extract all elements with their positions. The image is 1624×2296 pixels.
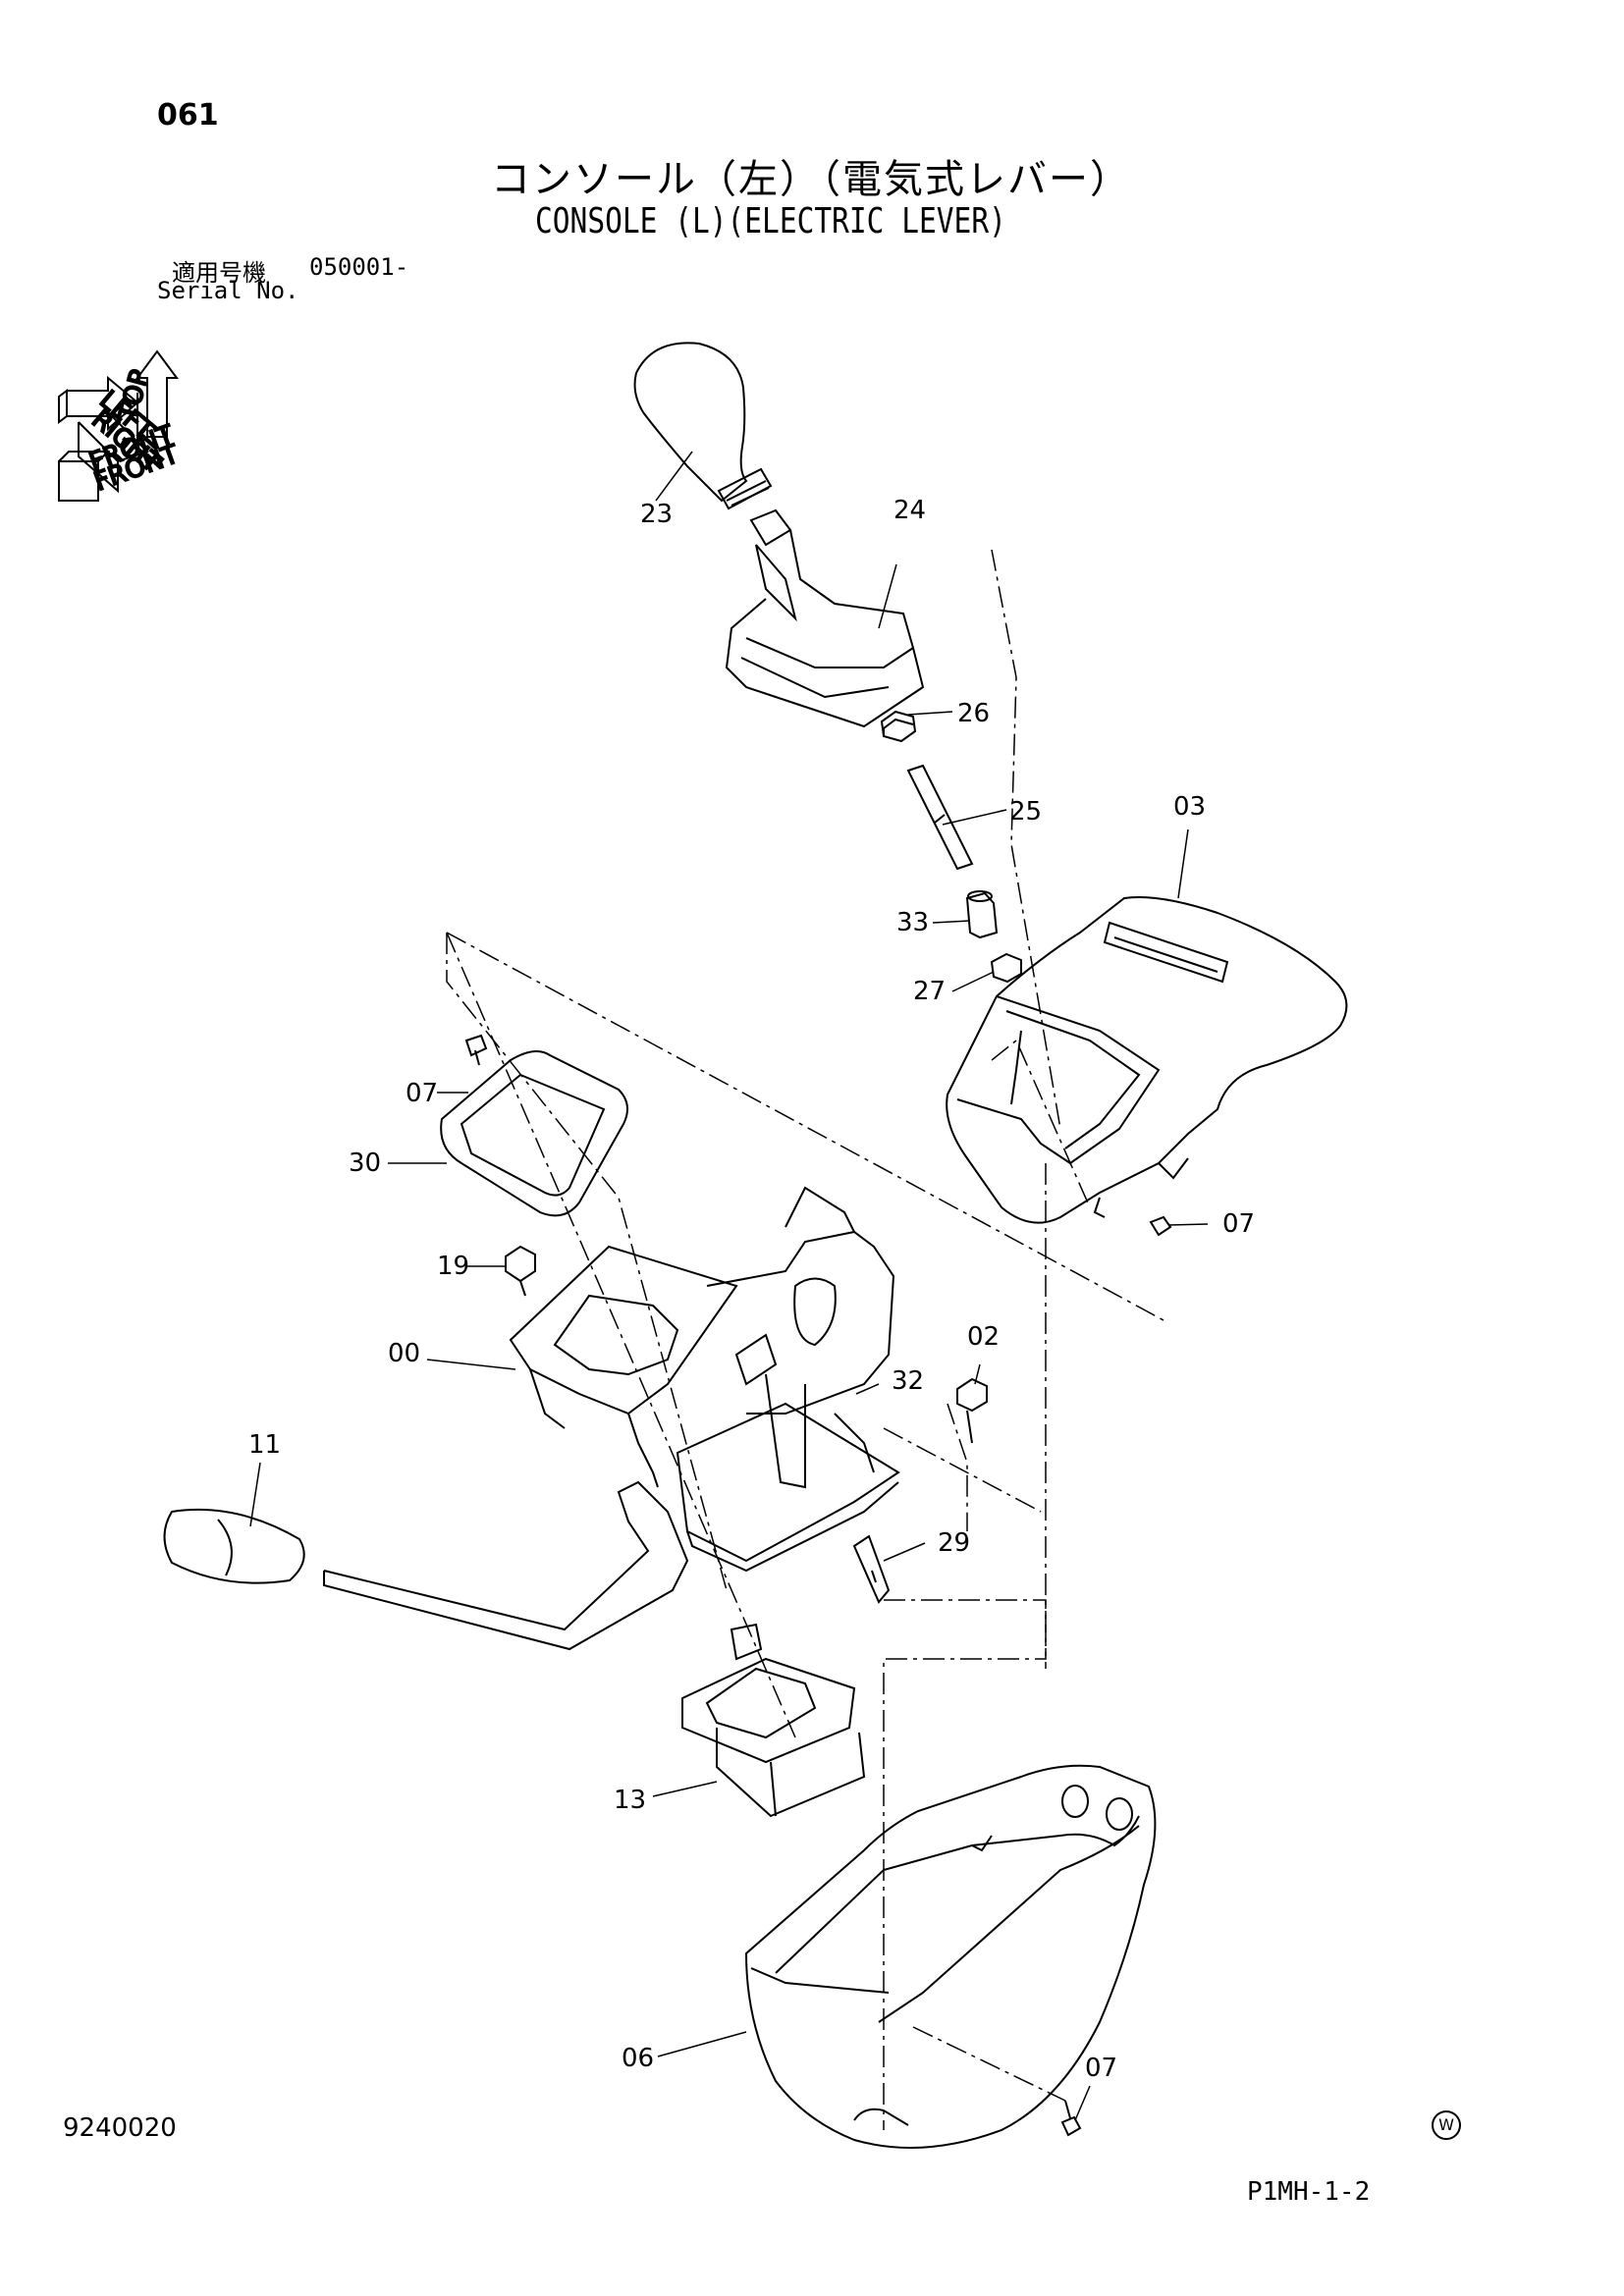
orientation-indicator: TOP LEFT RIGHT FRONT FRONT — [58, 349, 184, 502]
part-26-nut — [880, 710, 917, 743]
part-25-plate — [906, 764, 974, 871]
part-02-bolt — [956, 1377, 988, 1444]
callout-33: 33 — [896, 908, 929, 937]
callout-11: 11 — [248, 1430, 281, 1460]
part-33-collar — [965, 890, 999, 939]
callout-29: 29 — [938, 1528, 970, 1558]
page-number: 061 — [157, 98, 219, 133]
part-30-frame — [440, 1050, 628, 1217]
title-english: CONSOLE (L)(ELECTRIC LEVER) — [535, 201, 1006, 241]
part-06-lower-cover — [744, 1764, 1157, 2149]
title-japanese: コンソール（左）（電気式レバー） — [491, 157, 1131, 202]
callout-07-upper: 07 — [406, 1079, 438, 1108]
part-23-knob — [633, 342, 773, 510]
part-07-screw-1 — [464, 1034, 488, 1066]
callout-00: 00 — [388, 1339, 420, 1368]
part-07-screw-2 — [1149, 1215, 1172, 1237]
serial-label-japanese: 適用号機 — [172, 259, 266, 287]
part-07-screw-3 — [1060, 2100, 1082, 2137]
callout-07-lower: 07 — [1085, 2054, 1117, 2083]
callout-19: 19 — [437, 1252, 469, 1281]
part-29-small-plate — [852, 1534, 891, 1604]
document-code: 9240020 — [63, 2113, 177, 2143]
assembly-lines — [446, 549, 1164, 2130]
part-00-bracket — [509, 1186, 895, 1489]
callout-25: 25 — [1009, 797, 1042, 827]
watermark-symbol: W — [1432, 2110, 1461, 2140]
serial-label-english: Serial No. — [157, 277, 299, 304]
callout-23: 23 — [640, 500, 673, 529]
callout-30: 30 — [349, 1148, 381, 1178]
callout-32: 32 — [892, 1366, 924, 1396]
callout-03: 03 — [1173, 792, 1206, 822]
callout-27: 27 — [913, 977, 946, 1006]
page-code: P1MH-1-2 — [1247, 2177, 1371, 2207]
callout-06: 06 — [622, 2044, 654, 2073]
part-03-console-cover — [946, 896, 1348, 1224]
callout-26: 26 — [957, 699, 990, 728]
callout-13: 13 — [614, 1786, 646, 1815]
part-19-bolt — [505, 1245, 536, 1297]
part-24-boot — [725, 508, 925, 728]
leader-lines — [249, 451, 1209, 2121]
serial-range: 050001- — [309, 253, 409, 281]
part-27-nut — [990, 952, 1022, 984]
rod — [323, 1480, 689, 1651]
callout-07-right: 07 — [1222, 1209, 1255, 1239]
callout-labels: 23 24 26 25 03 33 27 07 30 07 19 00 02 3… — [248, 496, 1255, 2083]
part-32-base-plate — [676, 1402, 900, 1573]
callout-24: 24 — [893, 496, 926, 525]
part-13-valve — [681, 1623, 866, 1818]
callout-02: 02 — [967, 1322, 1000, 1352]
part-11-grip — [163, 1509, 305, 1584]
